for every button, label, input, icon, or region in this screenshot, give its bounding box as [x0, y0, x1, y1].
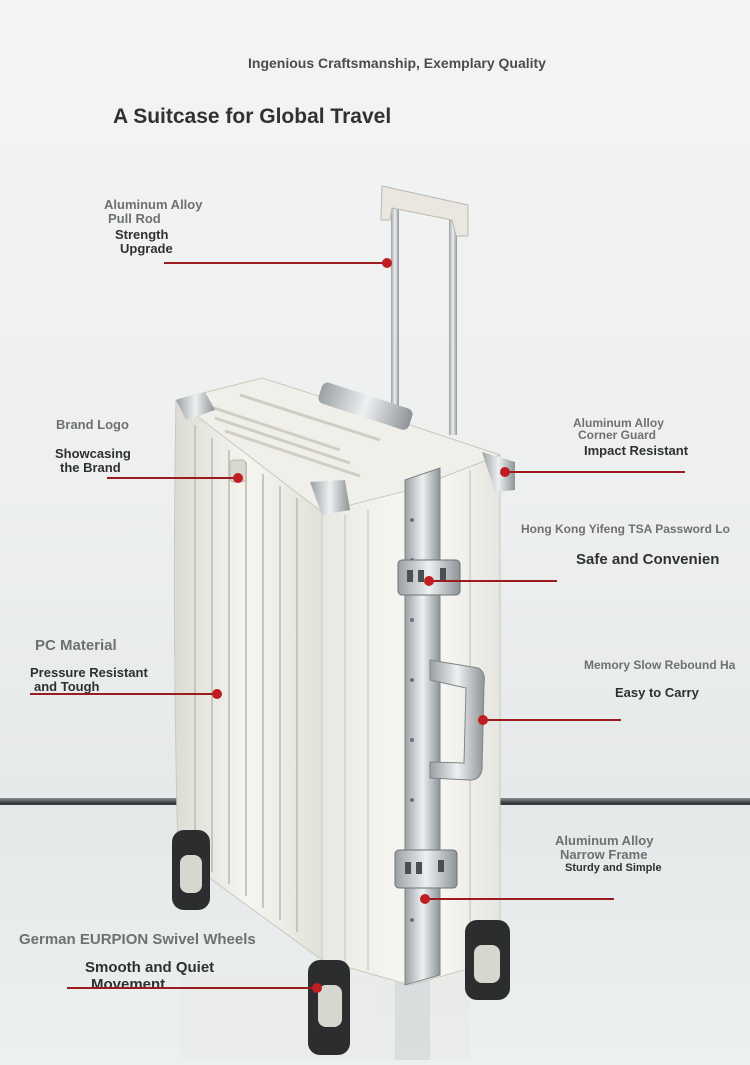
brand-logo-title: Brand Logo	[56, 417, 129, 432]
handle-desc: Easy to Carry	[615, 685, 699, 700]
frame-title-1: Aluminum Alloy	[555, 833, 654, 848]
aluminum-frame	[404, 467, 441, 986]
corner-guard-title-1: Aluminum Alloy	[573, 416, 664, 430]
pull-rod-title-2: Pull Rod	[108, 211, 161, 226]
pull-rod-desc-1: Strength	[115, 227, 169, 242]
side-handle	[429, 659, 485, 781]
brand-logo-desc-2: the Brand	[60, 460, 121, 475]
handle-title: Memory Slow Rebound Ha	[584, 658, 736, 672]
wheels-desc-2: Movement	[91, 976, 166, 993]
wheels-marker	[312, 983, 322, 993]
tagline: Ingenious Craftsmanship, Exemplary Quali…	[248, 55, 546, 71]
pc-material-leader-line	[30, 693, 216, 695]
frame-desc: Sturdy and Simple	[565, 862, 662, 874]
frame-leader-line	[426, 898, 614, 900]
wheels-title: German EURPION Swivel Wheels	[19, 931, 256, 948]
frame-title-2: Narrow Frame	[560, 847, 648, 862]
side-ribs	[194, 425, 298, 932]
pull-rod-desc-2: Upgrade	[120, 241, 173, 256]
top-ribs	[204, 393, 381, 478]
pull-rod-left	[391, 190, 399, 430]
brand-logo-leader-line	[107, 477, 237, 479]
wheels	[172, 830, 510, 1055]
handle-leader-line	[484, 719, 621, 721]
brand-logo-marker	[233, 473, 243, 483]
corner-guard-title-2: Corner Guard	[578, 428, 657, 442]
page-title: A Suitcase for Global Travel	[113, 105, 392, 128]
wheels-leader-line	[67, 987, 317, 989]
corner-guard-leader-line	[505, 471, 685, 473]
frame-marker	[420, 894, 430, 904]
tsa-lock-title: Hong Kong Yifeng TSA Password Lo	[521, 522, 730, 536]
wheels-desc-1: Smooth and Quiet	[85, 959, 215, 976]
pc-material-desc-1: Pressure Resistant	[30, 665, 148, 680]
pc-material-title: PC Material	[35, 637, 117, 654]
pull-rod-title-1: Aluminum Alloy	[104, 197, 203, 212]
pull-rod-leader-line	[164, 262, 386, 264]
pc-material-desc-2: and Tough	[34, 679, 100, 694]
pc-material-marker	[212, 689, 222, 699]
corner-guard-marker	[500, 467, 510, 477]
tsa-lock-bottom	[394, 849, 458, 889]
tsa-lock-leader-line	[430, 580, 557, 582]
handle-marker	[478, 715, 488, 725]
corner-guard-desc: Impact Resistant	[584, 443, 689, 458]
tsa-lock-marker	[424, 576, 434, 586]
pull-rod-right	[449, 205, 457, 435]
pull-rod-marker	[382, 258, 392, 268]
tsa-lock-desc: Safe and Convenien	[576, 551, 720, 568]
pull-rod-handle	[380, 185, 469, 237]
brand-logo-desc-1: Showcasing	[55, 446, 131, 461]
